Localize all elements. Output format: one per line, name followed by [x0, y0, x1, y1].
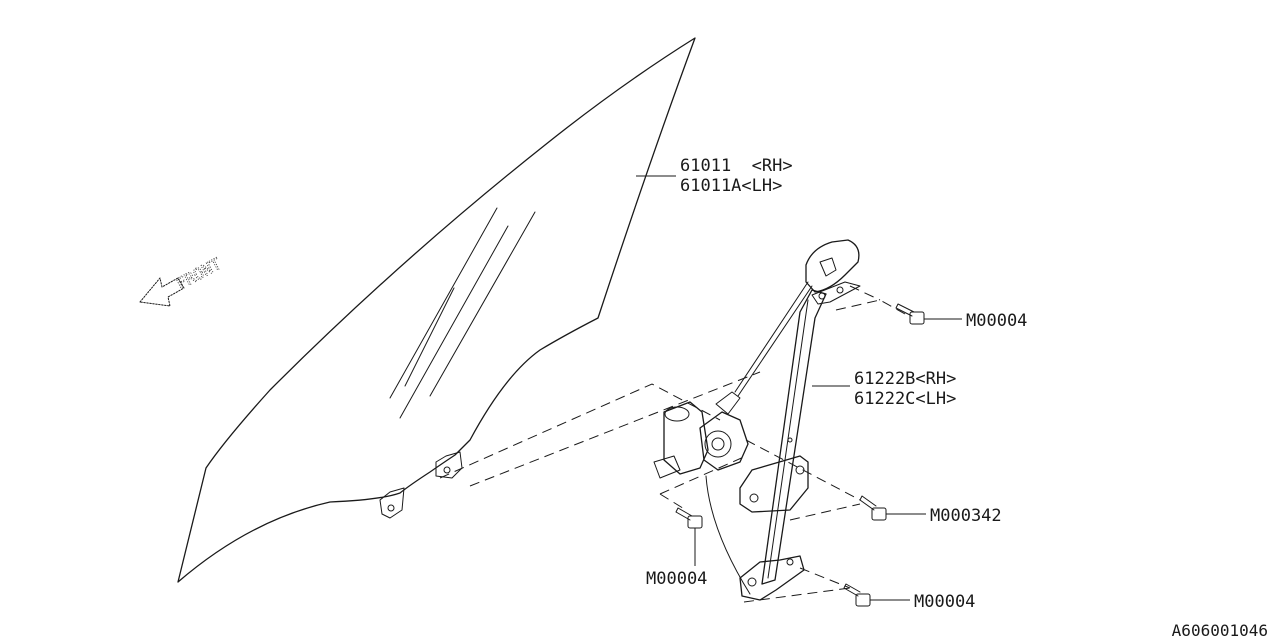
front-direction-indicator: FRONT — [139, 254, 225, 307]
bottom-bolt-dashline — [743, 587, 851, 603]
motor-connector — [653, 455, 681, 479]
door-glass-outline — [177, 37, 696, 583]
bolt-icon — [895, 303, 915, 317]
carrier-bracket-hole — [749, 493, 759, 503]
leader-lines — [636, 175, 962, 601]
top-bracket-hole — [836, 286, 844, 294]
callout-regulator-lh: 61222C<LH> — [854, 389, 956, 409]
glass-mount-hole — [387, 504, 395, 512]
glass-reflection-line — [399, 225, 509, 419]
bolt-top — [895, 303, 925, 325]
carrier-bracket — [739, 455, 809, 513]
callouts: 61011 <RH> 61011A<LH> 61222B<RH> 61222C<… — [646, 156, 1027, 612]
top-bracket — [811, 281, 861, 305]
front-label: FRONT — [173, 254, 225, 294]
bolt-middle — [859, 495, 887, 521]
glass-to-regulator-dashline — [469, 371, 761, 487]
bolt-icon — [859, 495, 877, 511]
callout-bolt-motor: M00004 — [646, 569, 707, 589]
top-bolt-dashline — [835, 299, 906, 315]
top-bracket-hole — [818, 292, 826, 300]
motor-gear — [704, 430, 732, 458]
callout-bolt-middle: M000342 — [930, 506, 1002, 526]
callout-glass-rh: 61011 <RH> — [680, 156, 793, 176]
middle-bolt-dashline — [745, 439, 861, 501]
window-regulator — [653, 239, 861, 601]
regulator-cable — [737, 285, 813, 397]
motor-end-cap — [664, 406, 690, 422]
regulator-cable — [705, 475, 751, 595]
glass-mount-hole — [443, 466, 451, 474]
glass-reflection-line — [389, 207, 498, 399]
top-bolt-dashline — [849, 285, 881, 301]
alignment-lines — [439, 285, 906, 603]
bottom-bracket-hole — [747, 577, 757, 587]
motor-bolt-dashline — [659, 493, 687, 511]
bottom-bracket-hole — [786, 558, 794, 566]
motor-mount-tab — [715, 391, 741, 415]
regulator-rail — [761, 289, 827, 585]
top-pulley-housing — [805, 239, 860, 293]
rail-hole — [787, 437, 793, 443]
door-glass — [177, 37, 696, 583]
front-arrow-icon — [139, 277, 185, 307]
bottom-bolt-dashline — [799, 567, 851, 589]
top-pulley-detail — [819, 257, 837, 277]
callout-glass-lh: 61011A<LH> — [680, 176, 782, 196]
regulator-cable — [734, 281, 809, 393]
callout-regulator-rh: 61222B<RH> — [854, 369, 956, 389]
diagram-id: A606001046 — [1172, 621, 1268, 640]
glass-to-regulator-dashline — [439, 383, 721, 479]
bolt-motor — [675, 507, 703, 529]
callout-bolt-bottom: M00004 — [914, 592, 975, 612]
bolt-icon — [675, 507, 693, 521]
bolt-head — [909, 311, 925, 325]
bottom-pulley-bracket — [739, 555, 805, 601]
callout-bolt-top: M00004 — [966, 311, 1027, 331]
glass-mount-bracket — [379, 487, 405, 519]
middle-bolt-dashline — [789, 503, 861, 521]
glass-reflection-line — [429, 211, 536, 397]
bolt-head — [687, 515, 703, 529]
motor-gear-housing — [699, 411, 749, 471]
glass-reflection-line — [404, 287, 455, 387]
motor-gear-center — [711, 437, 725, 451]
